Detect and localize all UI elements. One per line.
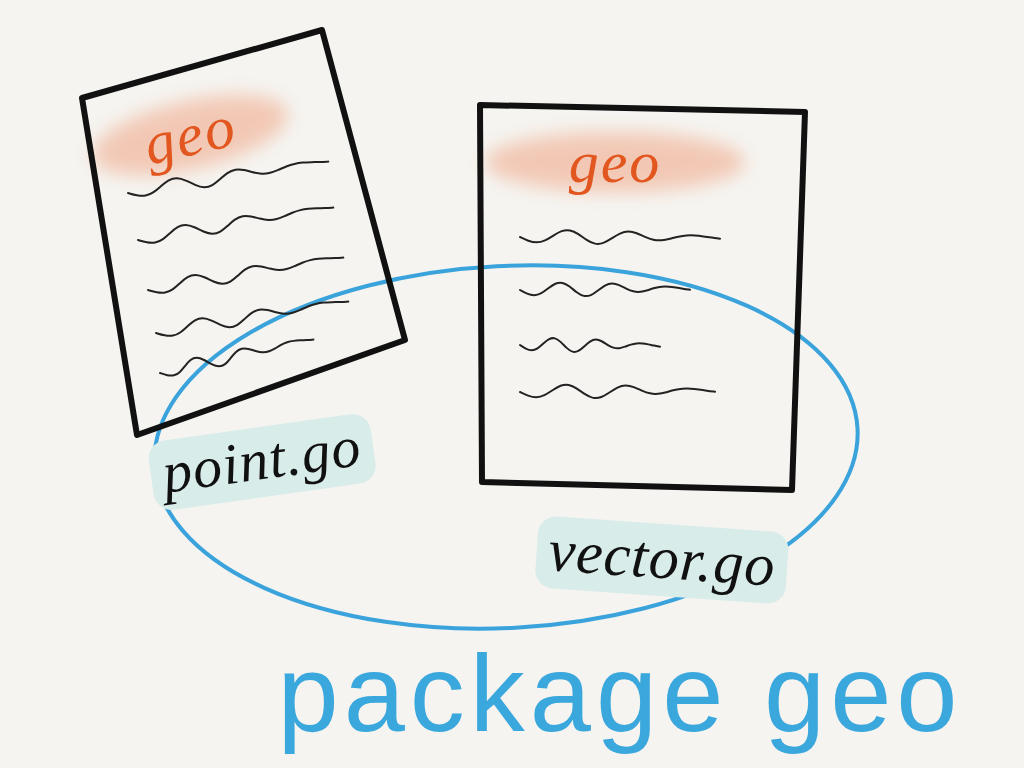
package-ellipse: geopoint.gogeovector.gopackage geo <box>150 262 862 632</box>
code-scribble <box>520 338 660 352</box>
file-sheet: geopoint.go <box>78 28 408 438</box>
package-ellipse <box>145 248 867 646</box>
file-name: point.go <box>146 412 377 512</box>
file-page <box>82 30 405 435</box>
code-scribble <box>520 283 690 296</box>
code-scribble <box>160 340 313 376</box>
file-sheet: geovector.go <box>470 95 815 500</box>
file-name: vector.go <box>534 515 790 604</box>
code-scribble <box>156 302 348 336</box>
code-scribble <box>138 208 333 243</box>
package-label: package geo <box>278 638 963 748</box>
file-page <box>480 105 805 490</box>
highlight-blob <box>485 132 745 192</box>
file-outline <box>78 28 408 438</box>
package-clause: geo <box>569 132 662 192</box>
code-scribble <box>148 258 343 293</box>
code-scribble <box>520 230 720 244</box>
package-clause: geo <box>138 95 242 174</box>
code-scribble <box>520 385 715 398</box>
